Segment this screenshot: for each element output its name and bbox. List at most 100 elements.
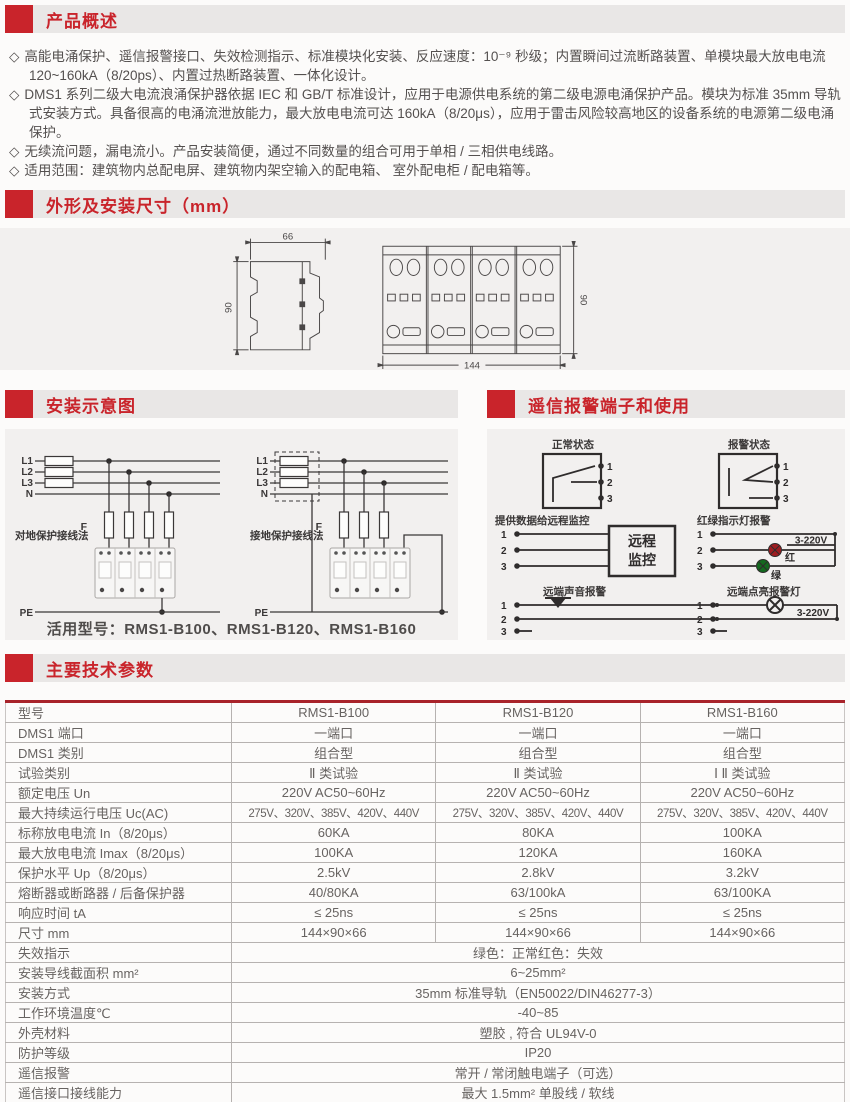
param-row: 失效指示绿色：正常红色：失效 [5, 942, 845, 963]
green-led-label: 绿 [771, 569, 782, 582]
wiring-diagram-ground: L1 L2 L3 N [250, 451, 448, 618]
column-header: 型号 [5, 701, 232, 723]
terminal-3: 3 [783, 494, 789, 505]
bus-label-l1: L1 [256, 456, 268, 467]
overview-bullet: ◇ 无续流问题，漏电流小。产品安装简便，通过不同数量的组合可用于单相 / 三相供电… [9, 142, 841, 161]
remote-monitor-diagram: 提供数据给远程监控 1 2 3 远程 监控 [495, 514, 677, 578]
param-row: DMS1 端口一端口一端口一端口 [5, 722, 845, 743]
installation-panel: L1 L2 L3 N [5, 429, 458, 640]
dimension-drawing: 66 90 [223, 232, 588, 369]
diamond-bullet-icon: ◇ [9, 163, 20, 178]
param-row: 遥信报警常开 / 常闭触电端子（可选） [5, 1062, 845, 1083]
terminal-2: 2 [501, 615, 507, 626]
normal-state-label: 正常状态 [552, 438, 594, 451]
alarm-panel: 正常状态 1 2 3 报警状态 1 [487, 429, 845, 640]
section-title-dimensions: 外形及安装尺寸（mm） [46, 196, 241, 216]
red-led-label: 红 [785, 551, 795, 564]
terminal-1: 1 [783, 462, 789, 473]
section-title-installation: 安装示意图 [46, 396, 136, 416]
section-marker-square [5, 190, 33, 218]
lamp-voltage-label: 3-220V [797, 608, 830, 619]
param-row: 遥信接口接线能力最大 1.5mm² 单股线 / 软线 [5, 1082, 845, 1102]
param-row: 外壳材料塑胶 , 符合 UL94V-0 [5, 1022, 845, 1043]
fuse-label: F [316, 521, 323, 533]
fuse-label: F [81, 521, 88, 533]
bullet-text: 无续流问题，漏电流小。产品安装简便，通过不同数量的组合可用于单相 / 三相供电线… [24, 144, 563, 159]
section-header-dimensions: 外形及安装尺寸（mm） [5, 190, 845, 218]
bullet-text: 适用范围：建筑物内总配电屏、建筑物内架空输入的配电箱、 室外配电柜 / 配电箱等… [24, 163, 539, 178]
terminal-1: 1 [501, 530, 507, 541]
bus-label-l3: L3 [256, 478, 268, 489]
bullet-text: DMS1 系列二级大电流浪涌保护器依据 IEC 和 GB/T 标准设计，应用于电… [24, 87, 841, 140]
lamp-label: 远端点亮报警灯 [727, 585, 801, 598]
section-header-parameters: 主要技术参数 [5, 654, 845, 682]
overview-bullet: ◇ DMS1 系列二级大电流浪涌保护器依据 IEC 和 GB/T 标准设计，应用于… [9, 85, 841, 142]
terminal-1: 1 [501, 601, 507, 612]
side-view-drawing: 66 90 [223, 232, 331, 356]
bus-label-n: N [26, 489, 33, 500]
overview-bullet-list: ◇高能电涌保护、遥信报警接口、失效检测指示、标准模块化安装、反应速度：10⁻⁹ … [5, 47, 845, 180]
terminal-1: 1 [697, 601, 703, 612]
pe-label: PE [255, 608, 269, 618]
param-row: DMS1 类别组合型组合型组合型 [5, 742, 845, 763]
led-voltage-label: 3-220V [795, 536, 828, 547]
section-marker-square [487, 390, 515, 418]
terminal-3: 3 [501, 627, 507, 637]
alarm-state-diagram: 报警状态 1 2 3 [717, 438, 789, 510]
front-width-dim: 144 [464, 361, 481, 369]
section-marker-square [5, 5, 33, 33]
monitor-box-text: 监控 [628, 552, 656, 568]
dimensions-panel: 66 90 [0, 228, 850, 370]
wiring-diagram-earth: L1 L2 L3 N [15, 455, 220, 618]
terminal-3: 3 [501, 562, 507, 573]
sound-label: 远端声音报警 [543, 585, 606, 598]
table-header-row: 型号 RMS1-B100 RMS1-B120 RMS1-B160 [5, 701, 845, 723]
alarm-diagrams: 正常状态 1 2 3 报警状态 1 [495, 438, 839, 637]
terminal-3: 3 [697, 562, 703, 573]
bus-label-n: N [261, 489, 268, 500]
speaker-icon [550, 598, 566, 608]
diamond-bullet-icon: ◇ [9, 49, 20, 64]
installation-section: 安装示意图 [5, 390, 458, 640]
section-title-overview: 产品概述 [46, 11, 118, 31]
terminal-2: 2 [607, 478, 613, 489]
diamond-bullet-icon: ◇ [9, 87, 20, 102]
param-row: 响应时间 tA≤ 25ns≤ 25ns≤ 25ns [5, 902, 845, 923]
overview-bullet: ◇高能电涌保护、遥信报警接口、失效检测指示、标准模块化安装、反应速度：10⁻⁹ … [9, 47, 841, 85]
terminal-2: 2 [783, 478, 789, 489]
section-marker-square [5, 390, 33, 418]
section-header-alarm: 遥信报警端子和使用 [487, 390, 845, 418]
section-marker-square [5, 654, 33, 682]
terminal-2: 2 [697, 615, 703, 626]
front-view-drawing: 144 90 [377, 240, 588, 369]
terminal-3: 3 [697, 627, 703, 637]
diagram-a-label: 对地保护接线法 [15, 529, 89, 542]
bus-label-l2: L2 [256, 467, 268, 478]
wiring-diagrams: L1 L2 L3 N [15, 451, 448, 618]
param-row: 工作环境温度℃-40~85 [5, 1002, 845, 1023]
parameters-table: 型号 RMS1-B100 RMS1-B120 RMS1-B160 DMS1 端口… [5, 700, 845, 1102]
terminal-1: 1 [697, 530, 703, 541]
section-header-installation: 安装示意图 [5, 390, 458, 418]
pe-label: PE [20, 608, 34, 618]
monitor-box-text: 远程 [628, 533, 656, 549]
section-title-parameters: 主要技术参数 [46, 660, 154, 680]
monitor-label: 提供数据给远程监控 [495, 514, 590, 527]
terminal-2: 2 [501, 546, 507, 557]
column-header: RMS1-B120 [435, 701, 641, 723]
led-indicator-diagram: 红绿指示灯报警 1 2 3 3-220V 红 [697, 514, 837, 582]
diamond-bullet-icon: ◇ [9, 144, 20, 159]
applicable-models-note: 活用型号：RMS1-B100、RMS1-B120、RMS1-B160 [46, 621, 417, 638]
bus-label-l1: L1 [21, 456, 33, 467]
lamp-alarm-diagram: 远端点亮报警灯 1 2 3 3-220V [697, 585, 839, 637]
